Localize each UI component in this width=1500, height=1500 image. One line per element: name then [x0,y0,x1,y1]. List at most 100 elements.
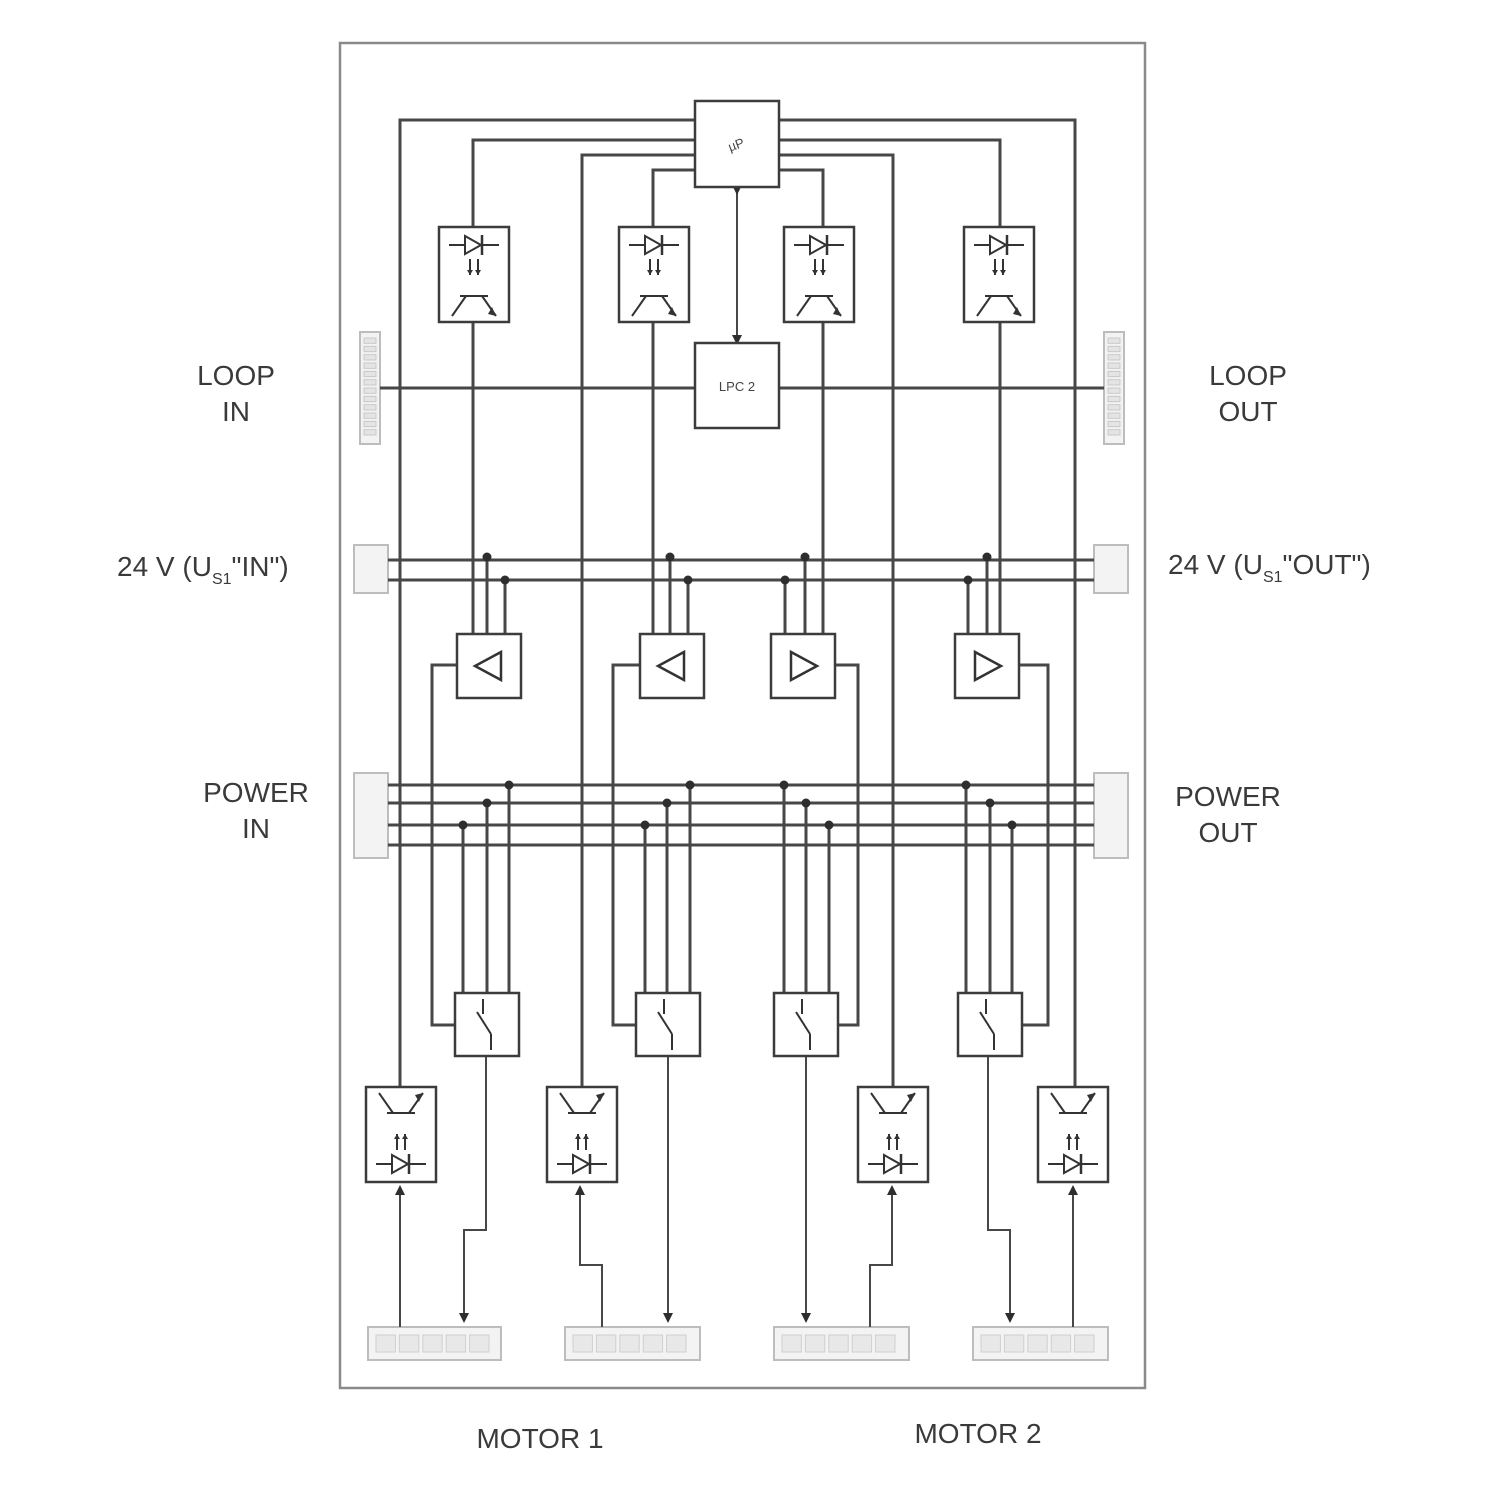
loop-out-label-line2: OUT [1218,396,1277,427]
power-in-label-line1: POWER [203,777,309,808]
diode-icon [1048,1153,1098,1175]
lower-optocoupler-4 [1036,1085,1110,1184]
power-out-connector [1093,772,1129,859]
amplifier-to-switch-leads [430,663,1050,1027]
amplifier-triangle-icon [973,649,1004,683]
loop-in-label-line2: IN [222,396,250,427]
motor-feedback-leads [395,1185,1078,1327]
junction-dot [801,798,811,808]
switch-4 [956,991,1024,1058]
light-arrows-icon [467,259,481,275]
light-arrows-icon [812,259,826,275]
diode-icon [794,234,844,256]
switch-contact-icon [657,999,673,1050]
light-arrows-icon [1066,1134,1080,1150]
junction-dot [963,575,973,585]
power-in-label-line2: IN [242,813,270,844]
24v-taps [482,552,992,634]
switch-2 [634,991,702,1058]
junction-dot [982,552,992,562]
junction-dot [779,780,789,790]
diode-icon [449,234,499,256]
junction-dot [985,798,995,808]
junction-dot [482,552,492,562]
junction-dot [458,820,468,830]
power-taps [458,780,1017,993]
upper-optocoupler-4 [962,225,1036,324]
motor2-label: MOTOR 2 [914,1418,1041,1449]
junction-dot [662,798,672,808]
switch-contact-icon [979,999,995,1050]
junction-dot [961,780,971,790]
motor1-label: MOTOR 1 [476,1423,603,1454]
light-arrows-icon [394,1134,408,1150]
phototransistor-icon [451,295,497,317]
phototransistor-icon [870,1092,916,1114]
lower-optocoupler-1 [364,1085,438,1184]
optocoupler-to-amplifier-leads [471,320,1002,634]
light-arrows-icon [992,259,1006,275]
switch-contact-icon [476,999,492,1050]
amplifier-4 [953,632,1021,700]
diode-icon [376,1153,426,1175]
diode-icon [557,1153,607,1175]
phototransistor-icon [976,295,1022,317]
lower-optocoupler-3 [856,1085,930,1184]
amplifier-triangle-icon [472,649,503,683]
microprocessor-routes [398,118,1077,1090]
junction-dot [1007,820,1017,830]
24v-out-connector [1093,544,1129,594]
light-arrows-icon [575,1134,589,1150]
light-arrows-icon [647,259,661,275]
microprocessor-block: µP [693,99,781,189]
amplifier-triangle-icon [655,649,686,683]
switch-1 [453,991,521,1058]
phototransistor-icon [559,1092,605,1114]
phototransistor-icon [378,1092,424,1114]
upper-optocoupler-3 [782,225,856,324]
loop-in-label-line1: LOOP [197,360,275,391]
upper-optocoupler-2 [617,225,691,324]
junction-dot [504,780,514,790]
power-in-connector [353,772,389,859]
amplifier-1 [455,632,523,700]
junction-dot [685,780,695,790]
phototransistor-icon [1050,1092,1096,1114]
24v-out-label: 24 V (US1"OUT") [1168,549,1371,586]
svg-text:LPC 2: LPC 2 [719,379,755,394]
diode-icon [974,234,1024,256]
amplifier-3 [769,632,837,700]
24v-in-label: 24 V (US1"IN") [117,551,289,588]
diode-icon [629,234,679,256]
switch-contact-icon [795,999,811,1050]
lower-optocoupler-2 [545,1085,619,1184]
amplifier-2 [638,632,706,700]
power-out-label-line2: OUT [1198,817,1257,848]
junction-dot [800,552,810,562]
junction-dot [482,798,492,808]
junction-dot [683,575,693,585]
loop-in-connector [359,331,381,445]
amplifier-triangle-icon [789,649,820,683]
light-arrows-icon [886,1134,900,1150]
lpc2-block: LPC 2 [693,341,781,430]
junction-dot [640,820,650,830]
power-out-label-line1: POWER [1175,781,1281,812]
motor2-connector-a [773,1326,910,1361]
phototransistor-icon [796,295,842,317]
junction-dot [665,552,675,562]
svg-text:µP: µP [726,135,746,155]
motor1-connector-a [367,1326,502,1361]
junction-dot [780,575,790,585]
motor2-connector-b [972,1326,1109,1361]
switch-3 [772,991,840,1058]
diode-icon [868,1153,918,1175]
loop-out-label-line1: LOOP [1209,360,1287,391]
24v-in-connector [353,544,389,594]
motor1-connector-b [564,1326,701,1361]
switch-to-motor-leads [459,1056,1015,1323]
upper-optocoupler-1 [437,225,511,324]
junction-dot [824,820,834,830]
junction-dot [500,575,510,585]
